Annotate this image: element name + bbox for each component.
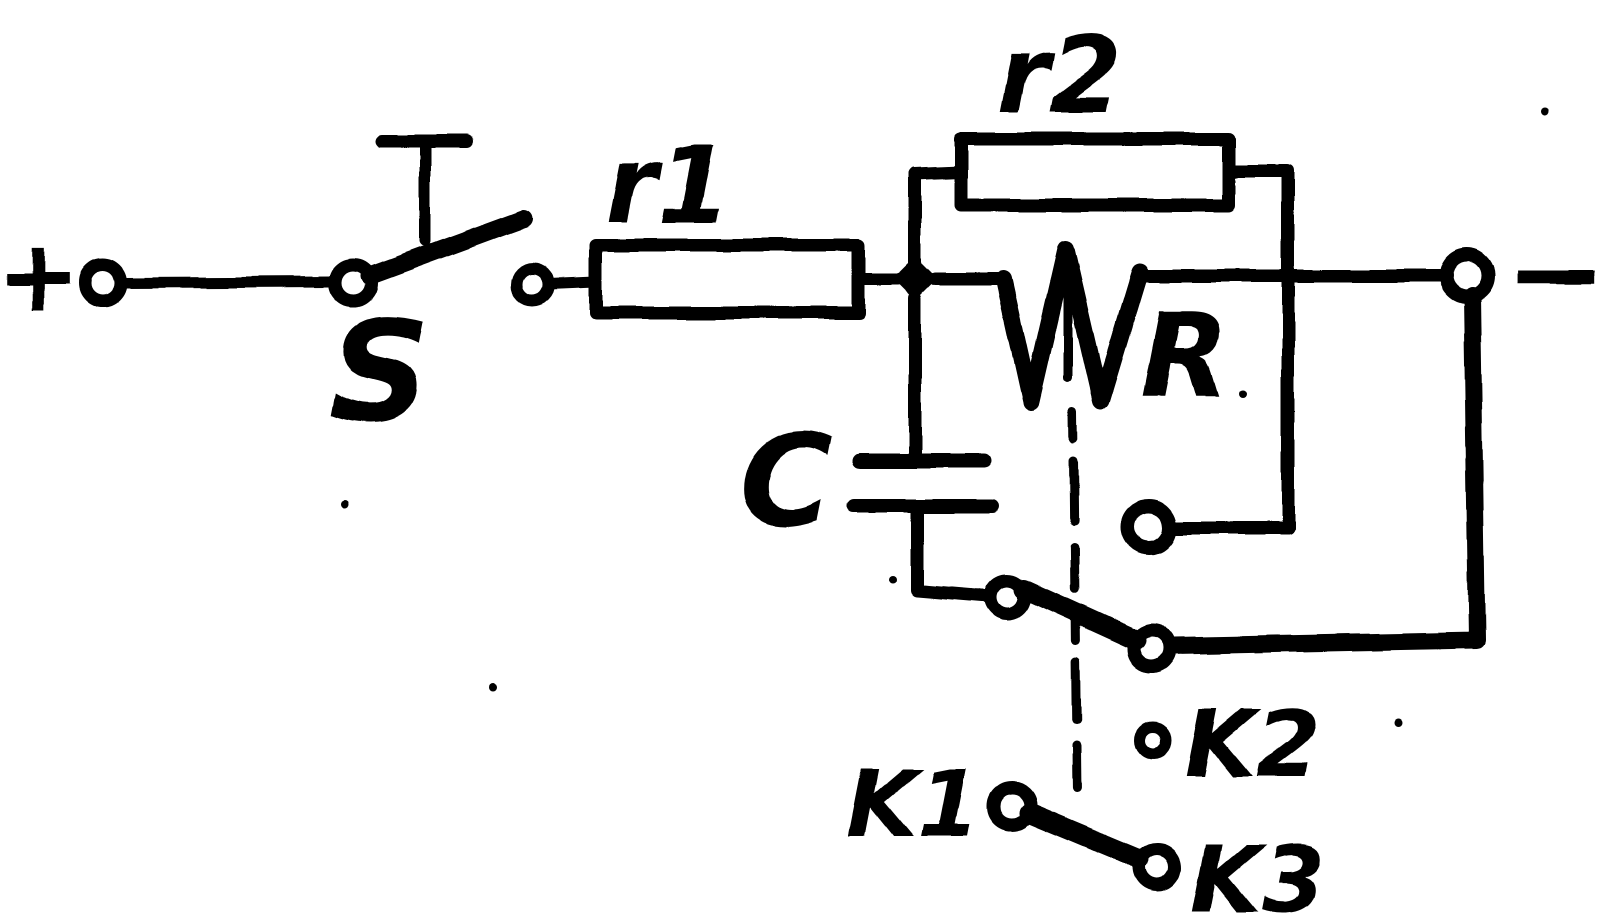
switch-lever [360,210,533,285]
wire-plus-to-switch [115,276,339,289]
wire-capacitor-to-contact [910,506,995,603]
wire-switch-to-r1 [543,276,602,290]
contact-k1-label: K1 [846,751,981,858]
contact-upper-no-circle [1127,623,1177,673]
contact-k2-label: K2 [1184,691,1319,798]
contact-k1-k3-lever [1019,803,1149,869]
wire-junction-to-r2 [908,165,968,271]
capacitor-label: C [739,407,833,556]
contact-upper-nc-circle [1121,499,1177,555]
contact-upper-lever [1014,579,1146,650]
switch-label: S [330,291,431,454]
wire-r2-to-contact [1165,164,1295,535]
minus-terminal-label: − [1506,204,1600,343]
resistor-r1-label: r1 [605,124,731,247]
plus-terminal-label: + [0,217,80,334]
wire-minus-to-contact [1165,287,1486,655]
contact-k3-label: K3 [1190,827,1325,923]
relay-winding-label: R [1141,290,1230,424]
junction-dot [893,256,937,300]
relay-linkage-dashed-line [1068,407,1082,800]
contact-k2-circle [1134,722,1172,760]
scan-specks [341,108,1549,726]
contact-k3-circle [1132,842,1182,892]
resistor-r2-label: r2 [997,14,1123,137]
